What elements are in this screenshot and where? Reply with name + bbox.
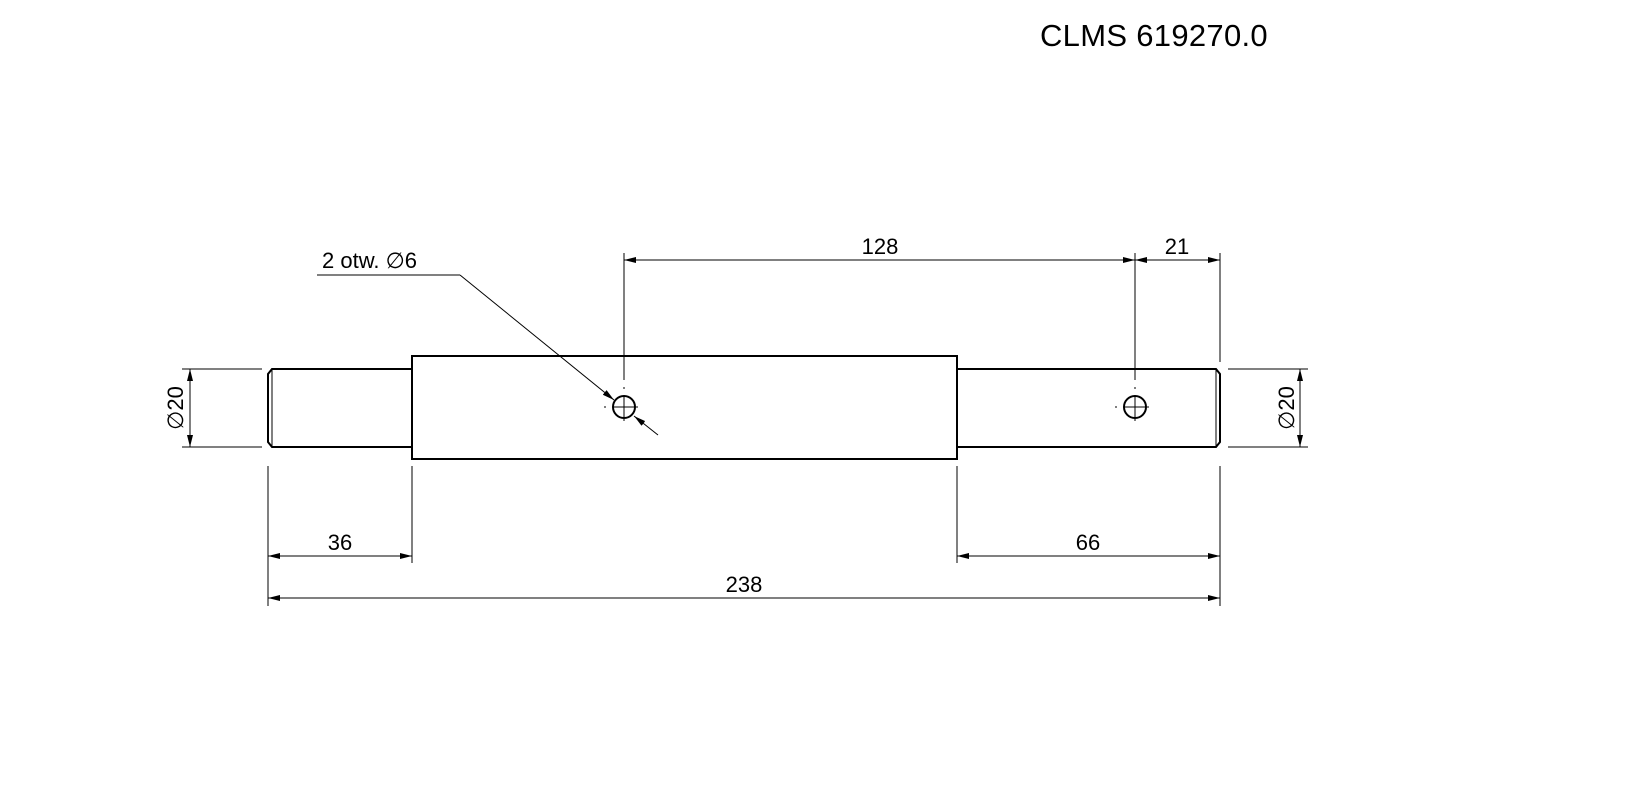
dimension-right-diameter: ∅20 <box>1228 368 1308 448</box>
hole-callout: 2 otw. ∅6 <box>317 248 659 436</box>
dimension-66-label: 66 <box>1076 530 1100 555</box>
dimension-128-label: 128 <box>862 234 899 259</box>
dimension-hole-to-end: 21 <box>1135 234 1220 263</box>
dimension-21-label: 21 <box>1165 234 1189 259</box>
shaft-outline <box>267 355 1221 460</box>
central-body <box>411 355 958 460</box>
dimension-left-journal: 36 <box>267 466 413 606</box>
dimension-left-diameter-label: ∅20 <box>163 386 188 430</box>
left-journal <box>267 368 412 448</box>
hole-left <box>604 387 644 427</box>
dimension-hole-spacing: 128 <box>623 234 1221 380</box>
hole-callout-label: 2 otw. ∅6 <box>322 248 417 273</box>
right-journal <box>957 368 1221 448</box>
dimension-right-diameter-label: ∅20 <box>1274 386 1299 430</box>
drawing-number: CLMS 619270.0 <box>1040 18 1268 53</box>
dimension-238-label: 238 <box>726 572 763 597</box>
dimension-left-diameter: ∅20 <box>163 368 262 448</box>
dimension-right-journal: 66 <box>956 466 1221 606</box>
hole-right <box>1115 387 1155 427</box>
dimension-36-label: 36 <box>328 530 352 555</box>
dimension-overall-length: 238 <box>268 572 1220 601</box>
